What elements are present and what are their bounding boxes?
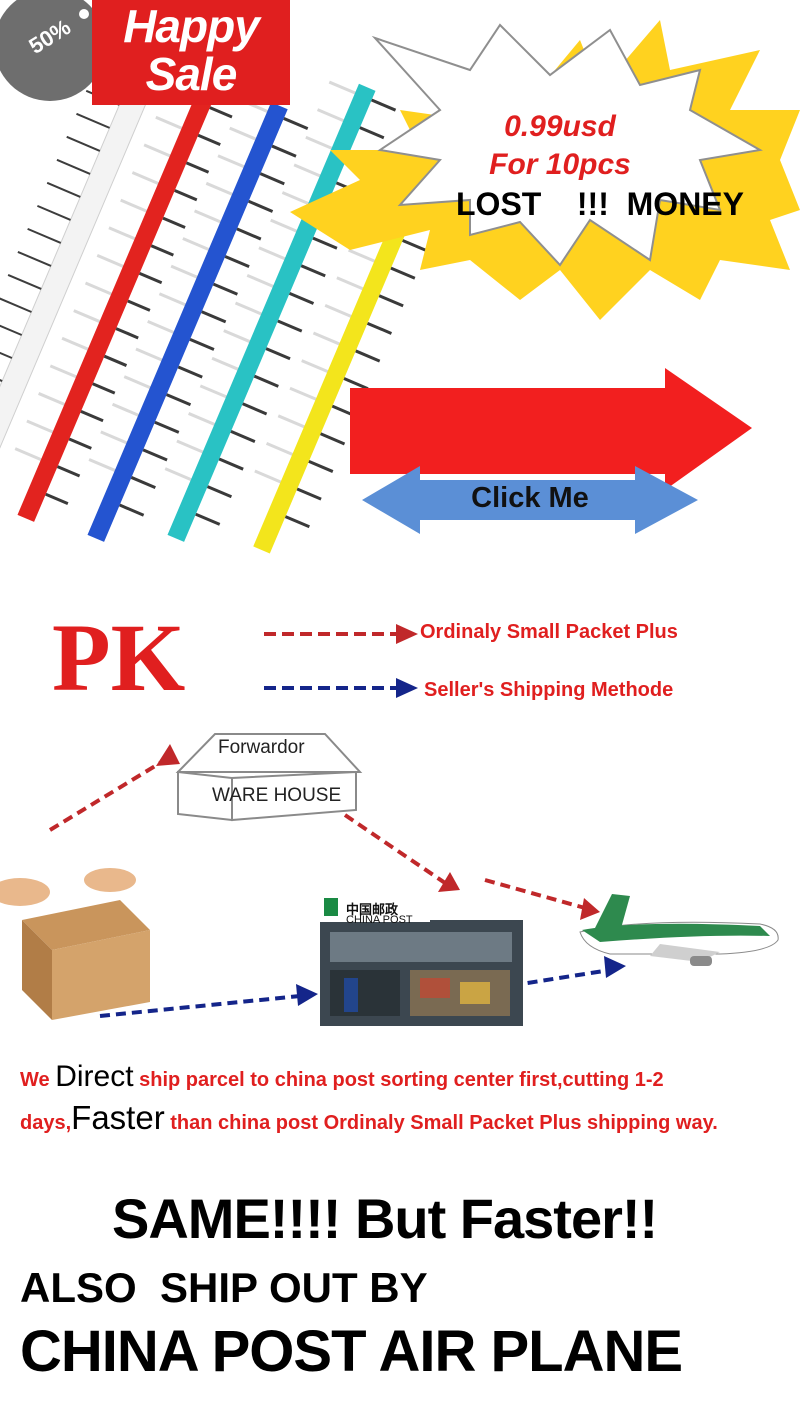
shipping-description: We Direct ship parcel to china post sort… [20,1058,780,1142]
comparison-legend-arrows [264,624,418,698]
happy-sale-box [92,0,290,105]
happy-sale-line1: Happy [123,0,260,52]
headline-same-but-faster: SAME!!!! But Faster!! [112,1187,658,1250]
white-pin-header [0,62,160,507]
lost-money-label: LOST !!! MONEY [456,186,744,222]
china-post-logo-cn: 中国邮政 [346,902,399,917]
parcel-box-icon [0,868,150,1020]
red-arrow-shape [350,368,752,490]
pk-title: PK [52,604,186,711]
legend-ordinary-packet: Ordinaly Small Packet Plus [420,621,678,643]
blue-pin-header [87,99,309,542]
desc-part2: ship parcel to china post sorting center… [20,1069,664,1134]
legend-seller-shipping: Seller's Shipping Methode [424,679,674,701]
blue-double-arrow-shape [362,466,698,534]
desc-faster: Faster [71,1099,165,1136]
discount-badge-shape [0,0,106,101]
china-post-photo [320,892,523,1026]
warehouse-label-ware-house: WARE HOUSE [212,785,342,806]
headline-also-ship: ALSO SHIP OUT BY [20,1264,428,1311]
price-line1: 0.99usd [504,110,616,143]
price-line2: For 10pcs [489,148,631,181]
price-label: 0.99usd For 10pcs [440,108,680,184]
desc-part1: We [20,1069,56,1091]
white-burst-shape [371,23,763,267]
yellow-pin-header [253,138,463,554]
red-pin-header [14,88,233,522]
warehouse-label-forwardor: Forwardor [218,737,305,758]
desc-part3: than china post Ordinaly Small Packet Pl… [164,1112,718,1134]
shipping-flow-diagram [0,733,779,1026]
warehouse-icon [175,733,363,822]
china-post-logo-en: CHINA POST [346,914,413,926]
product-banner [0,0,800,554]
headline-china-post-air-plane: CHINA POST AIR PLANE [20,1319,683,1384]
airplane-icon [579,894,779,966]
happy-sale-line2: Sale [145,48,238,100]
click-me-button[interactable]: Click Me [471,482,589,514]
desc-direct: Direct [55,1060,134,1093]
